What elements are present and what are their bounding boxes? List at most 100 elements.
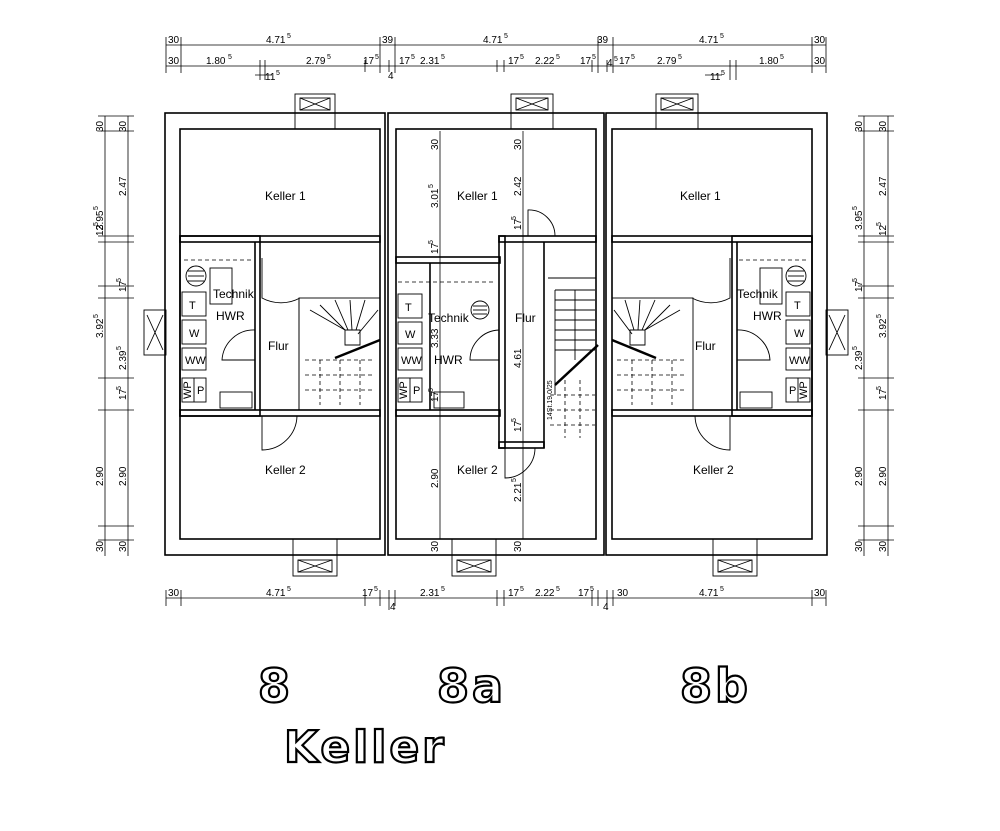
svg-text:12: 12 [878, 224, 889, 236]
svg-text:30: 30 [854, 540, 865, 552]
svg-text:30: 30 [118, 120, 129, 132]
svg-text:5: 5 [556, 54, 560, 61]
dim-top-30a: 30 [168, 35, 180, 46]
svg-text:W: W [405, 329, 416, 341]
svg-text:P: P [413, 385, 420, 397]
svg-text:WP: WP [182, 381, 194, 399]
bottom-dimension-chain: 30 4.71 5 17 5 4 2.31 5 17 5 2.22 5 17 5… [165, 586, 827, 613]
svg-text:5: 5 [614, 56, 618, 63]
svg-text:5: 5 [375, 54, 379, 61]
svg-text:30: 30 [513, 540, 524, 552]
svg-text:5: 5 [116, 278, 123, 282]
svg-text:T: T [405, 302, 412, 314]
svg-text:17: 17 [508, 588, 520, 599]
svg-text:3.95: 3.95 [95, 210, 106, 230]
svg-text:5: 5 [93, 222, 100, 226]
svg-text:17: 17 [508, 56, 520, 67]
svg-text:2.22: 2.22 [535, 56, 555, 67]
svg-text:5: 5 [116, 386, 123, 390]
svg-text:5: 5 [374, 586, 378, 593]
svg-text:30: 30 [430, 540, 441, 552]
dim-top-471b: 4.71 [483, 35, 503, 46]
svg-text:3.95: 3.95 [854, 210, 865, 230]
label-8-technik: Technik [213, 287, 255, 301]
svg-text:3.33: 3.33 [430, 328, 441, 348]
svg-text:2.90: 2.90 [878, 466, 889, 486]
svg-text:17: 17 [362, 588, 374, 599]
svg-text:4: 4 [388, 71, 394, 82]
house-number-8: 8 [258, 659, 293, 713]
svg-text:2.21: 2.21 [513, 482, 524, 502]
svg-text:30: 30 [168, 56, 180, 67]
svg-text:5: 5 [287, 33, 291, 40]
svg-text:3.92: 3.92 [878, 318, 889, 338]
label-8a-keller-1: Keller 1 [457, 189, 498, 203]
dim-top-30b: 30 [814, 35, 826, 46]
svg-text:5: 5 [441, 54, 445, 61]
svg-text:5: 5 [852, 346, 859, 350]
svg-text:5: 5 [287, 586, 291, 593]
svg-text:5: 5 [276, 70, 280, 77]
svg-text:5: 5 [93, 206, 100, 210]
dim-top-471a: 4.71 [266, 35, 286, 46]
svg-text:1.80: 1.80 [759, 56, 779, 67]
svg-text:3.01: 3.01 [430, 188, 441, 208]
label-8b-keller-2: Keller 2 [693, 463, 734, 477]
svg-text:5: 5 [327, 54, 331, 61]
svg-text:5: 5 [678, 54, 682, 61]
svg-text:5: 5 [876, 314, 883, 318]
building-outline [164, 112, 828, 556]
svg-text:3.92: 3.92 [95, 318, 106, 338]
house-number-8b: 8b [680, 659, 751, 713]
svg-text:5: 5 [428, 388, 435, 392]
room-labels: Keller 1 Keller 2 Technik HWR Flur Kelle… [213, 189, 782, 477]
svg-text:WW: WW [401, 355, 422, 367]
svg-text:5: 5 [441, 586, 445, 593]
svg-text:4: 4 [603, 602, 609, 613]
svg-text:17: 17 [854, 280, 865, 292]
svg-text:5: 5 [520, 54, 524, 61]
svg-text:2.39: 2.39 [854, 350, 865, 370]
svg-text:WW: WW [185, 355, 206, 367]
svg-text:5: 5 [93, 314, 100, 318]
svg-text:17: 17 [399, 56, 411, 67]
svg-text:17: 17 [580, 56, 592, 67]
svg-text:5: 5 [876, 386, 883, 390]
floor-title: Keller [284, 722, 447, 773]
left-dimension-chain: 30 3.95 5 3.92 5 2.90 30 30 2.47 12 5 17… [93, 115, 134, 556]
label-8a-technik: Technik [428, 311, 470, 325]
titles: 8 8a 8b Keller [257, 658, 751, 774]
svg-text:30: 30 [854, 120, 865, 132]
dim-top-39b: 39 [597, 35, 609, 46]
svg-text:30: 30 [430, 138, 441, 150]
svg-text:T: T [189, 300, 196, 312]
svg-text:5: 5 [852, 206, 859, 210]
svg-text:5: 5 [428, 240, 435, 244]
svg-text:5: 5 [780, 54, 784, 61]
svg-text:5: 5 [592, 54, 596, 61]
svg-text:2.31: 2.31 [420, 588, 440, 599]
svg-text:2.31: 2.31 [420, 56, 440, 67]
svg-text:W: W [794, 328, 805, 340]
svg-text:17: 17 [363, 56, 375, 67]
svg-text:5: 5 [876, 222, 883, 226]
svg-text:5: 5 [428, 184, 435, 188]
svg-text:2.79: 2.79 [306, 56, 326, 67]
house-8-interior [179, 235, 381, 451]
svg-text:11: 11 [710, 72, 721, 83]
svg-text:2.22: 2.22 [535, 588, 555, 599]
svg-text:2.90: 2.90 [118, 466, 129, 486]
svg-text:5: 5 [556, 586, 560, 593]
svg-text:30: 30 [814, 588, 826, 599]
svg-text:5: 5 [511, 216, 518, 220]
house-8a-interior: 30 3.01 5 17 5 3.33 17 5 2.90 30 30 2.42… [395, 131, 599, 552]
svg-text:5: 5 [116, 346, 123, 350]
svg-text:17: 17 [430, 242, 441, 254]
svg-text:11: 11 [265, 72, 276, 83]
svg-text:5: 5 [511, 478, 518, 482]
svg-text:WP: WP [798, 381, 810, 399]
dim-top-39a: 39 [382, 35, 394, 46]
label-8a-keller-2: Keller 2 [457, 463, 498, 477]
svg-text:2.79: 2.79 [657, 56, 677, 67]
